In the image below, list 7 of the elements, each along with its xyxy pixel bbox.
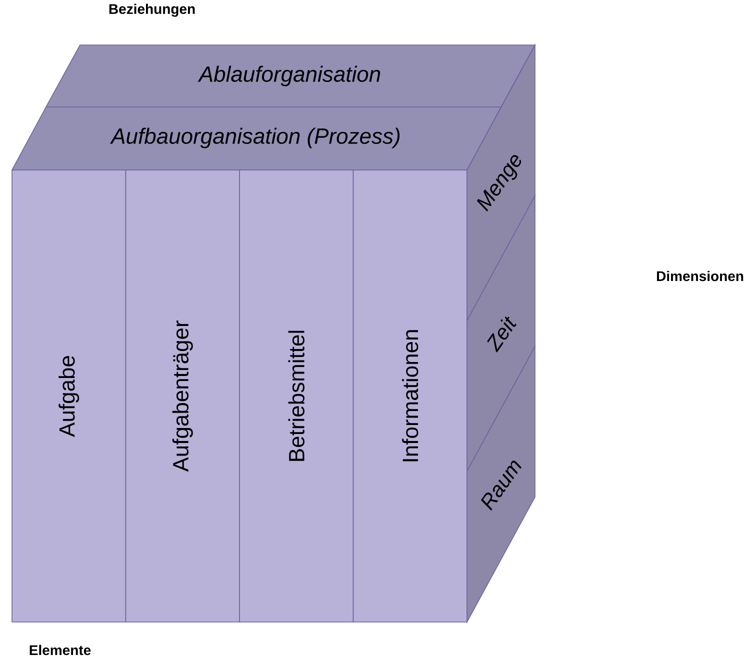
face-band: Betriebsmittel: [239, 170, 354, 622]
face-band: Aufgabenträger: [125, 170, 240, 622]
face-band: Aufgabe: [12, 170, 126, 622]
face-band: Informationen: [352, 170, 468, 622]
axis-label: Elemente: [30, 644, 91, 656]
axis-label: Beziehungen: [109, 4, 195, 17]
axis-label: Dimensionen: [657, 270, 744, 282]
